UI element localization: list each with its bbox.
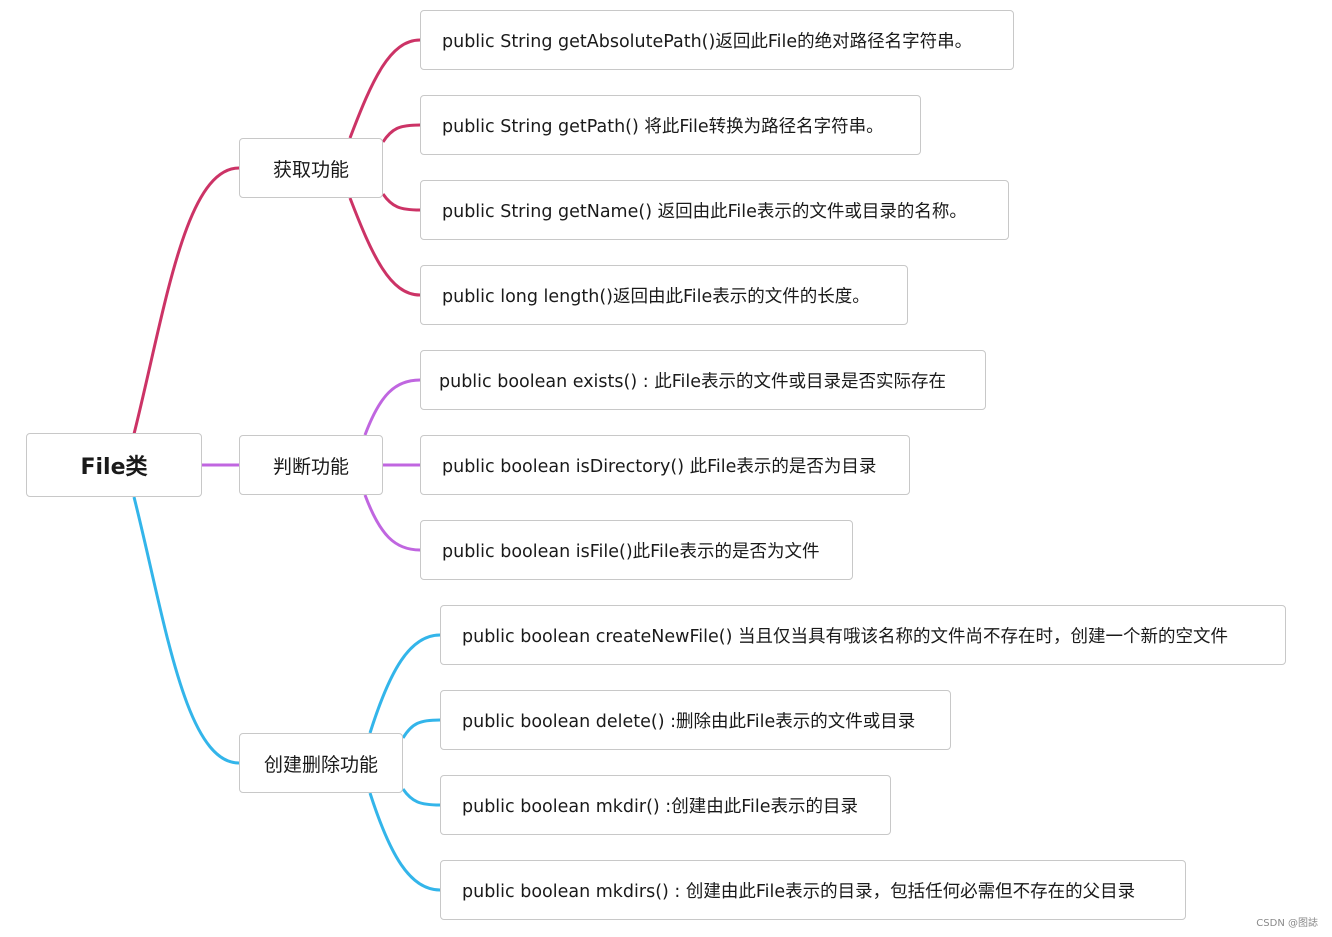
connector-create-leaf-3 [401, 788, 441, 807]
connector-get-leaf-3 [381, 193, 421, 212]
leaf-label: public boolean delete() :删除由此File表示的文件或目… [462, 711, 916, 732]
leaf-label: public boolean exists() : 此File表示的文件或目录是… [439, 371, 946, 392]
branch-node-get[interactable]: 获取功能 [239, 138, 383, 198]
branch-label: 创建删除功能 [263, 753, 378, 776]
branch-label: 获取功能 [272, 158, 349, 181]
leaf-label: public boolean createNewFile() 当且仅当具有哦该名… [462, 626, 1228, 647]
connector-root-get [132, 166, 240, 435]
connector-root-create [132, 496, 240, 765]
leaf-is-directory[interactable]: public boolean isDirectory() 此File表示的是否为… [420, 435, 910, 495]
leaf-label: public String getName() 返回由此File表示的文件或目录… [442, 201, 967, 222]
leaf-label: public boolean mkdirs() : 创建由此File表示的目录，… [462, 881, 1136, 902]
leaf-is-file[interactable]: public boolean isFile()此File表示的是否为文件 [420, 520, 853, 580]
leaf-mkdir[interactable]: public boolean mkdir() :创建由此File表示的目录 [440, 775, 891, 835]
leaf-label: public String getPath() 将此File转换为路径名字符串。 [442, 116, 884, 137]
leaf-create-new-file[interactable]: public boolean createNewFile() 当且仅当具有哦该名… [440, 605, 1286, 665]
leaf-get-absolute-path[interactable]: public String getAbsolutePath()返回此File的绝… [420, 10, 1014, 70]
connector-create-leaf-4 [368, 792, 441, 892]
branch-label: 判断功能 [272, 455, 349, 478]
branch-node-check[interactable]: 判断功能 [239, 435, 383, 495]
connector-check-leaf-1 [363, 378, 421, 436]
leaf-label: public long length()返回由此File表示的文件的长度。 [442, 286, 870, 307]
root-node-file-class[interactable]: File类 [26, 433, 202, 497]
leaf-label: public String getAbsolutePath()返回此File的绝… [442, 31, 973, 52]
connector-create-leaf-2 [401, 718, 441, 739]
leaf-get-name[interactable]: public String getName() 返回由此File表示的文件或目录… [420, 180, 1009, 240]
leaf-exists[interactable]: public boolean exists() : 此File表示的文件或目录是… [420, 350, 986, 410]
connector-check-leaf-3 [363, 494, 421, 552]
csdn-watermark: CSDN @图誌 [1256, 918, 1318, 929]
leaf-length[interactable]: public long length()返回由此File表示的文件的长度。 [420, 265, 908, 325]
leaf-label: public boolean isDirectory() 此File表示的是否为… [442, 456, 877, 477]
connector-create-leaf-1 [368, 633, 441, 734]
leaf-label: public boolean mkdir() :创建由此File表示的目录 [462, 796, 858, 817]
leaf-mkdirs[interactable]: public boolean mkdirs() : 创建由此File表示的目录，… [440, 860, 1186, 920]
connector-get-leaf-2 [381, 123, 421, 143]
leaf-delete[interactable]: public boolean delete() :删除由此File表示的文件或目… [440, 690, 951, 750]
leaf-get-path[interactable]: public String getPath() 将此File转换为路径名字符串。 [420, 95, 921, 155]
leaf-label: public boolean isFile()此File表示的是否为文件 [442, 541, 820, 562]
branch-node-create-delete[interactable]: 创建删除功能 [239, 733, 403, 793]
connector-get-leaf-4 [348, 197, 421, 297]
connector-get-leaf-1 [348, 38, 421, 139]
root-label: File类 [80, 455, 148, 480]
